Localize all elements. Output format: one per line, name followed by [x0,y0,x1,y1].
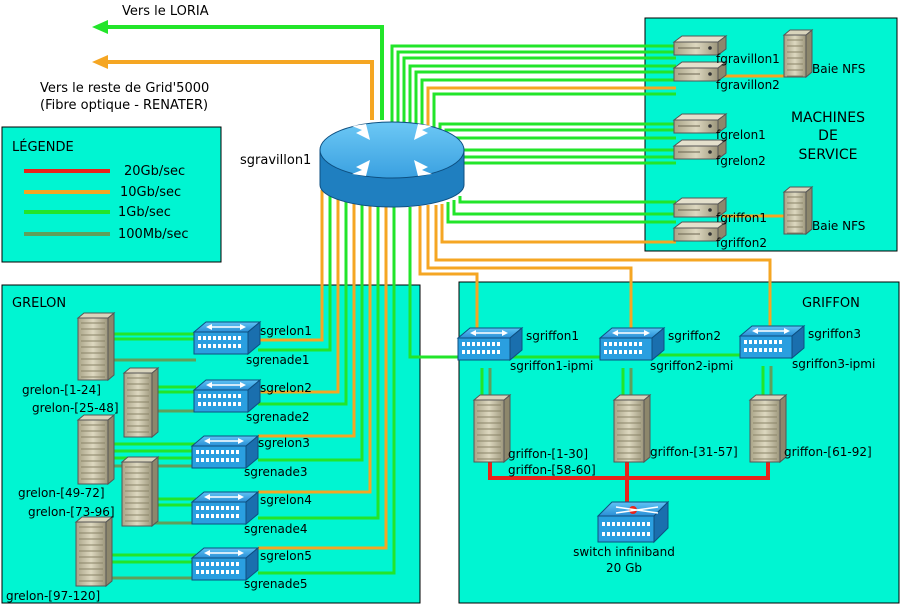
grelon-server-label: grelon-[73-96] [28,505,115,519]
grelon-tower-icon [74,515,114,588]
legend-panel [1,126,222,263]
grelon-switch-label: sgrelon4 [260,493,312,507]
grelon-uplinks [258,190,396,575]
service-rack-server-icon [672,221,728,242]
griffon-uplinks [408,205,772,359]
legend-label-1g: 1Gb/sec [118,205,171,220]
griffon-switch-label: sgriffon1 [526,329,579,343]
infiniband-label: switch infiniband [573,545,675,559]
label-to-loria: Vers le LORIA [122,4,209,19]
griffon-tower-icon [748,393,788,464]
grelon-tower-icon [122,366,160,439]
griffon-tower-icon [472,393,512,464]
nfs-label: Baie NFS [812,62,865,76]
service-server-label: fgravillon2 [716,78,780,92]
griffon-server-label: griffon-[31-57] [650,445,738,459]
arrow-to-loria [92,20,384,120]
grelon-tower-icon [76,311,116,382]
grelon-server-label: grelon-[49-72] [18,486,105,500]
service-rack-server-icon [672,35,728,56]
griffon-switch-icon [456,326,524,362]
service-rack-server-icon [672,113,728,134]
griffon-switch-label: sgriffon3-ipmi [792,357,875,371]
legend-title: LÉGENDE [12,139,74,155]
service-server-label: fgriffon2 [716,236,767,250]
service-rack-server-icon [672,139,728,160]
griffon-switch-label: sgriffon2-ipmi [650,359,733,373]
grelon-switch-label: sgrenade5 [244,577,308,591]
grelon-switch-label: sgrelon2 [260,381,312,395]
grelon-server-links [108,332,196,580]
grelon-switch-label: sgrelon5 [260,549,312,563]
nfs-tower-icon [782,28,814,79]
grelon-title: GRELON [12,296,66,311]
service-title-line3: SERVICE [798,147,857,163]
griffon-server-label: griffon-[1-30] [508,447,588,461]
griffon-panel [458,281,900,604]
grelon-switch-label: sgrenade2 [246,410,310,424]
griffon-switch-label: sgriffon1-ipmi [510,359,593,373]
nfs-tower-icon [782,185,814,236]
grelon-switch-label: sgrenade3 [244,465,308,479]
legend-label-10g: 10Gb/sec [120,185,181,200]
infiniband-label: 20 Gb [606,561,642,575]
service-title-line1: MACHINES [791,110,865,126]
grelon-server-label: grelon-[97-120] [6,589,100,603]
grelon-tower-icon [76,413,116,486]
griffon-switch-label: sgriffon2 [668,329,721,343]
grelon-server-label: grelon-[1-24] [22,383,101,397]
router-arrows-icon [352,124,432,176]
grelon-switch-label: sgrelon1 [260,324,312,338]
router-sgravillon1 [319,121,465,208]
legend-swatches [24,169,110,236]
griffon-server-label: griffon-[61-92] [784,445,872,459]
griffon-server-label: griffon-[58-60] [508,463,596,477]
service-title-line2: DE [818,128,838,144]
griffon-switch-icon [738,324,806,360]
grelon-switch-label: sgrenade1 [246,353,310,367]
service-server-label: fgrelon2 [716,154,766,168]
legend-label-100m: 100Mb/sec [118,227,189,242]
grelon-switch-icon [192,378,262,414]
label-to-grid5000: Vers le reste de Grid'5000 [40,81,209,96]
nfs-label: Baie NFS [812,219,865,233]
arrow-to-grid5000 [92,55,374,120]
service-rack-server-icon [672,197,728,218]
grelon-server-label: grelon-[25-48] [32,401,119,415]
grelon-switch-icon [190,490,260,526]
grelon-switch-label: sgrelon3 [258,436,310,450]
label-renater: (Fibre optique - RENATER) [40,98,208,113]
grelon-switch-icon [192,320,262,356]
legend-label-20g: 20Gb/sec [124,164,185,179]
griffon-title: GRIFFON [802,296,860,311]
service-server-label: fgriffon1 [716,211,767,225]
griffon-switch-icon [598,326,666,362]
grelon-tower-icon [120,455,160,528]
grelon-switch-icon [190,434,260,470]
griffon-switch-label: sgriffon3 [808,327,861,341]
grelon-switch-icon [190,546,260,582]
router-label: sgravillon1 [240,153,311,168]
griffon-tower-icon [612,393,652,464]
service-server-label: fgrelon1 [716,128,766,142]
infiniband-switch-icon [596,500,670,544]
service-server-label: fgravillon1 [716,52,780,66]
service-rack-server-icon [672,61,728,82]
grelon-switch-label: sgrenade4 [244,522,308,536]
